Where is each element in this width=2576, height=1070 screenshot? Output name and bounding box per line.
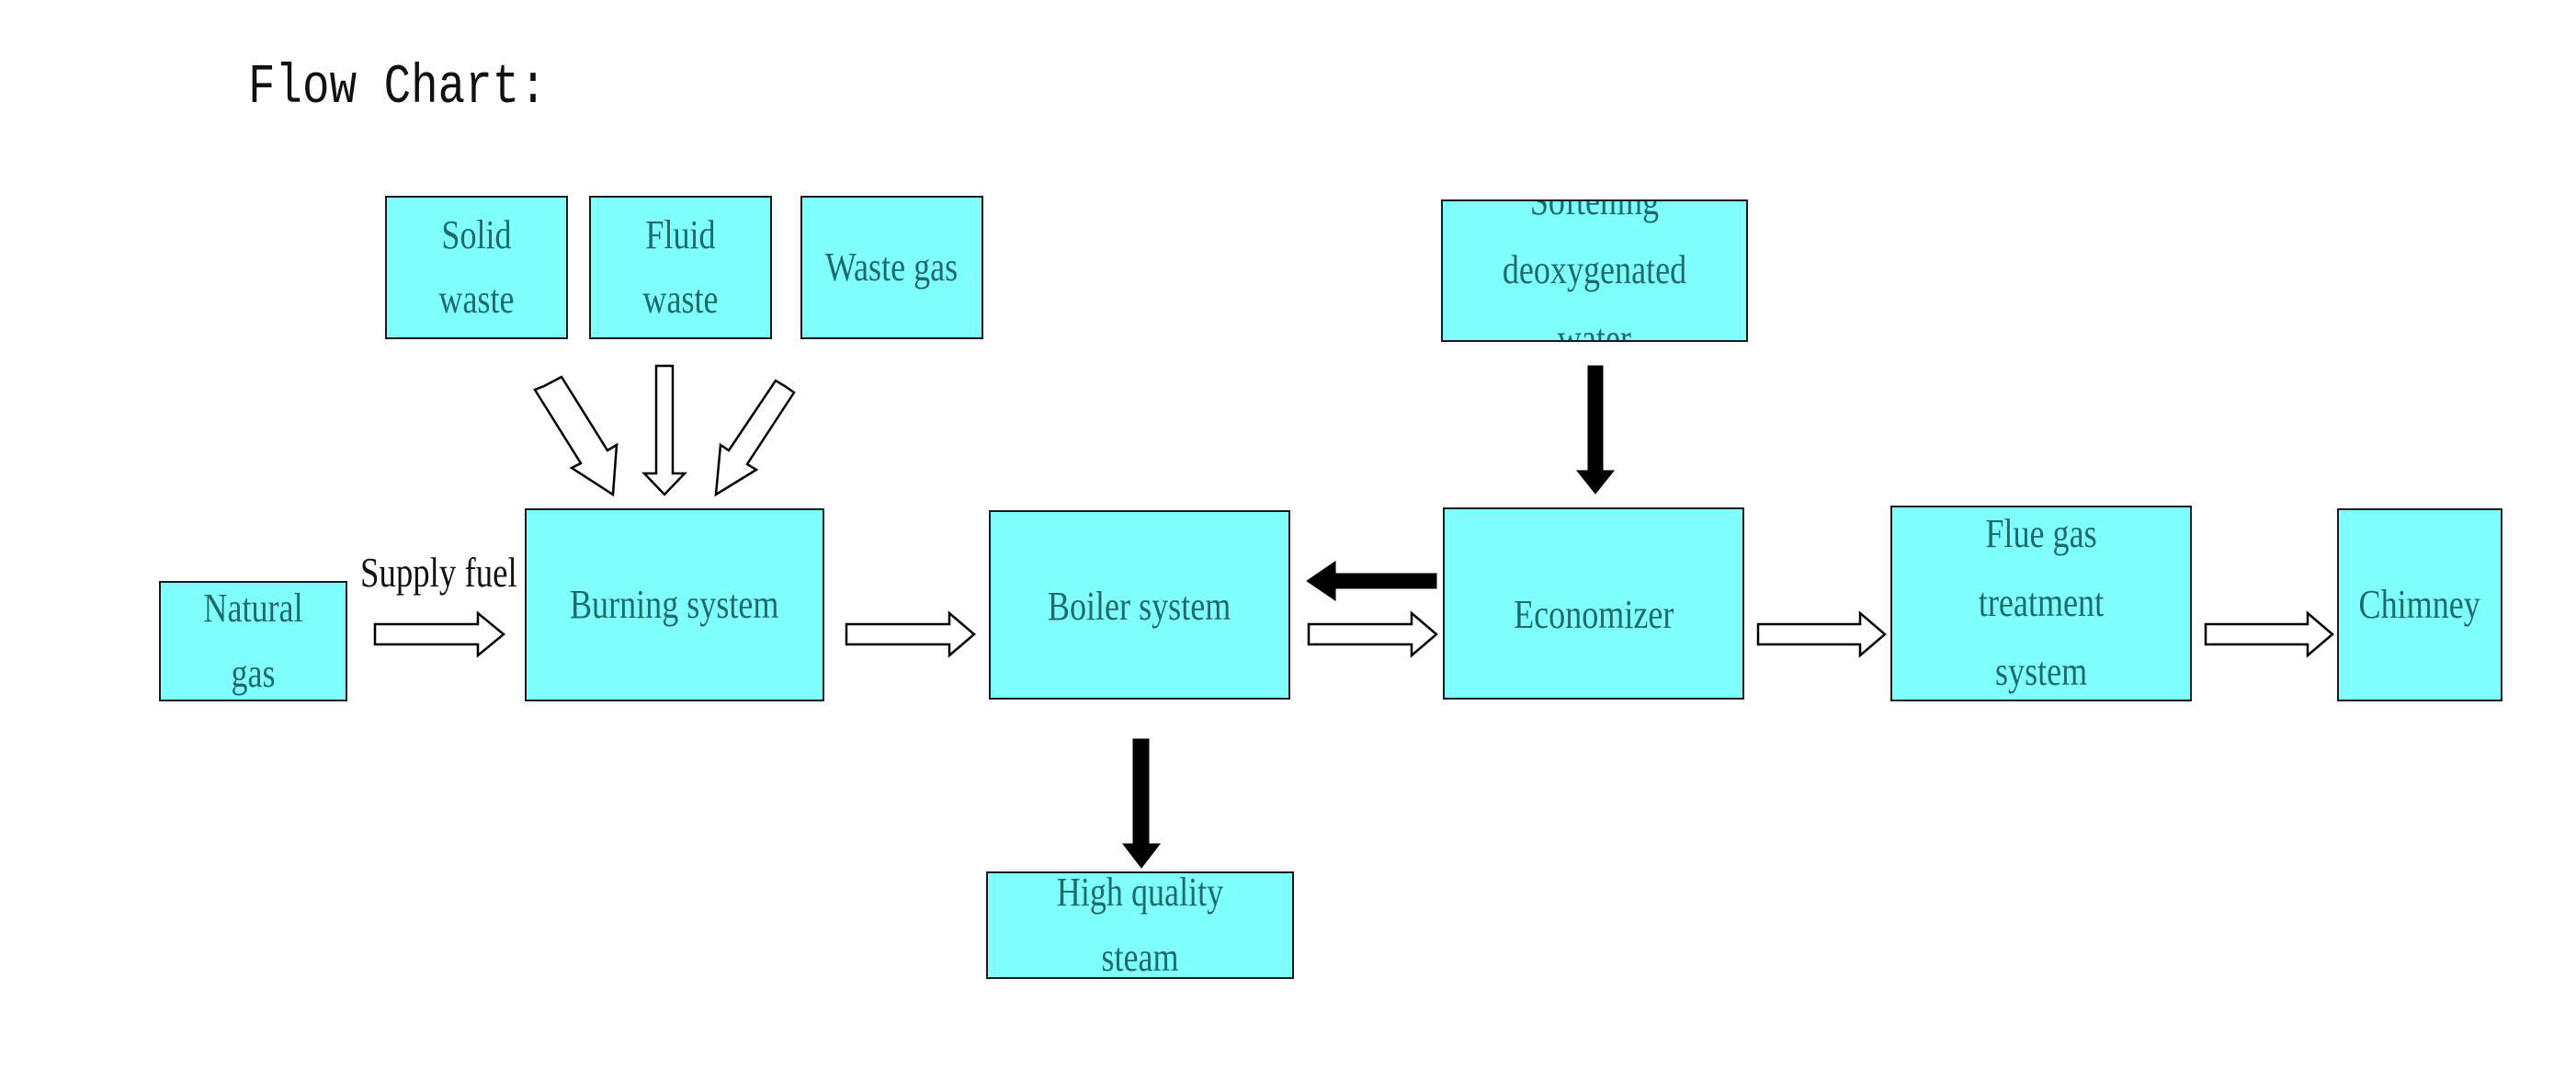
label-supply-fuel: Supply fuel [360,549,517,596]
node-natural-gas-label: Natural gas [203,586,303,696]
arrow-flue-gas-to-chimney [2204,610,2334,658]
node-burning-system: Burning system [525,508,824,701]
arrow-solid-waste-to-burning-system [533,375,618,497]
node-softening-water-line2: water [1557,315,1632,342]
arrow-softening-water-to-economizer [1575,365,1616,495]
node-flue-gas-treatment-line1: Flue gas treatment [1978,511,2105,626]
node-fluid-waste: Fluid waste [589,196,772,339]
node-solid-waste-label: Solid waste [438,211,515,322]
arrow-boiler-to-steam [1121,738,1162,869]
node-high-quality-steam: High quality steam [986,871,1294,979]
node-waste-gas-label: Waste gas [825,244,959,290]
node-high-quality-steam-label: High quality steam [1056,871,1224,979]
node-waste-gas: Waste gas [800,196,983,339]
node-boiler-system-label: Boiler system [1048,584,1231,629]
node-flue-gas-treatment-line2: system [1994,648,2088,694]
arrow-boiler-to-economizer [1307,610,1438,658]
node-flue-gas-treatment: Flue gas treatment system [1890,506,2192,701]
node-softening-water-line1: Softening deoxygenated [1502,199,1687,293]
node-economizer: Economizer [1443,507,1744,700]
node-boiler-system: Boiler system [989,510,1290,700]
arrow-fluid-waste-to-burning-system [641,364,687,496]
arrow-waste-gas-to-burning-system [714,379,796,497]
node-natural-gas: Natural gas [159,581,347,701]
arrow-economizer-to-boiler [1306,561,1437,601]
node-chimney: Chimney [2337,508,2502,701]
arrow-economizer-to-flue-gas [1756,610,1887,658]
node-burning-system-label: Burning system [570,582,779,627]
node-economizer-label: Economizer [1513,592,1674,637]
node-solid-waste: Solid waste [385,196,568,339]
page-title: Flow Chart: [248,57,547,120]
node-chimney-label: Chimney [2358,582,2481,627]
arrow-burning-to-boiler [845,610,976,658]
node-softening-water: Softening deoxygenated water [1441,199,1748,342]
node-fluid-waste-label: Fluid waste [642,211,719,322]
arrow-natural-gas-to-burning-system [373,610,505,658]
